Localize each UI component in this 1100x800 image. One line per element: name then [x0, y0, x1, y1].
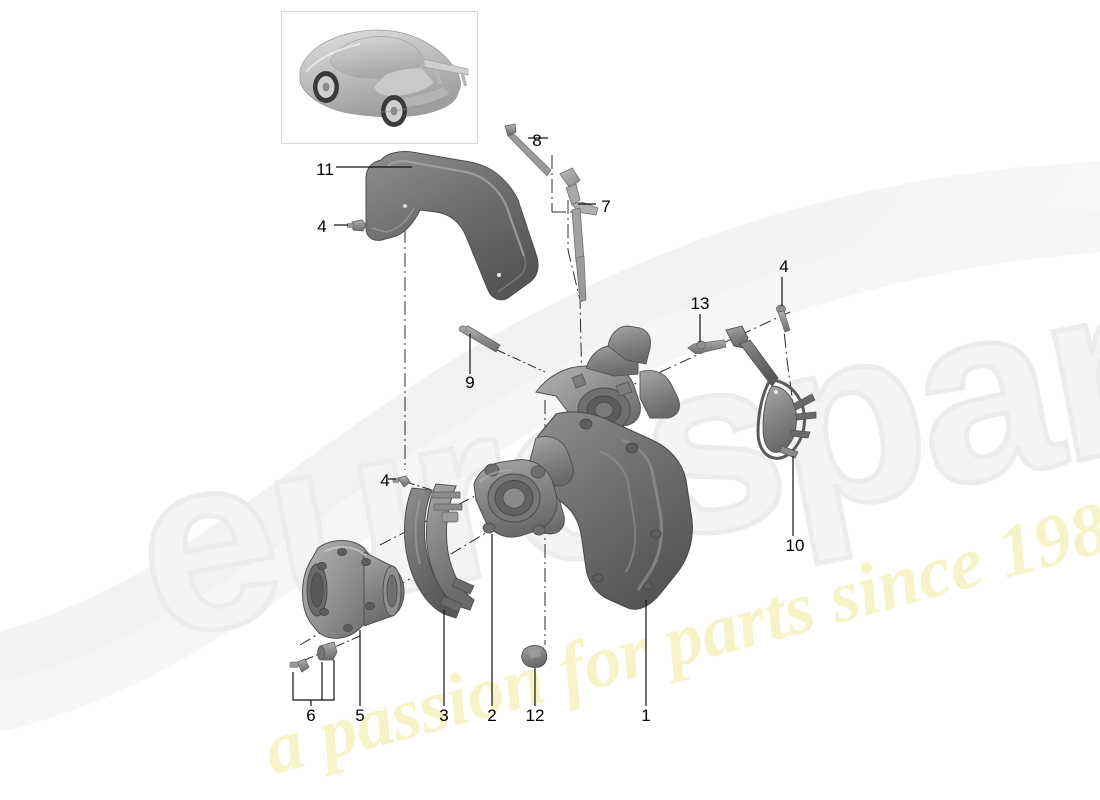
part-plug-12: [521, 645, 548, 668]
part-fastening-screw-right: [776, 304, 791, 333]
part-pin-9: [458, 325, 501, 353]
part-wheel-carrier: [526, 325, 693, 610]
callout-1: 1: [641, 706, 651, 725]
part-speed-sensor: [559, 167, 599, 303]
part-wheel-bearing: [473, 459, 558, 538]
part-bracket-10: [725, 325, 817, 460]
callout-4-lower: 4: [380, 471, 390, 490]
callout-2: 2: [487, 706, 497, 725]
callout-4-upper: 4: [317, 217, 327, 236]
callout-13: 13: [690, 294, 710, 313]
callout-9: 9: [465, 373, 475, 392]
part-fastening-screw-lower: [392, 475, 411, 488]
part-wheel-hub: [302, 540, 405, 639]
callout-5: 5: [355, 706, 365, 725]
part-bolt-and-bush-set: [289, 641, 338, 673]
part-brake-shoe-set: [404, 483, 475, 619]
callout-3: 3: [439, 706, 449, 725]
callout-12: 12: [525, 706, 545, 725]
callout-11: 11: [316, 160, 334, 179]
vehicle-thumbnail-image: [299, 29, 469, 127]
part-fastening-screw-upper: [346, 219, 367, 232]
callout-leader-lines: [292, 137, 794, 706]
callout-4-right: 4: [779, 257, 789, 276]
callout-6: 6: [306, 706, 316, 725]
callout-10: 10: [785, 536, 805, 555]
part-dust-shield: [365, 151, 539, 301]
callout-7: 7: [601, 197, 611, 216]
vehicle-thumbnail: [281, 11, 478, 144]
part-screw-8: [504, 123, 552, 177]
callout-8: 8: [532, 131, 542, 150]
part-bolt-13: [687, 339, 727, 355]
